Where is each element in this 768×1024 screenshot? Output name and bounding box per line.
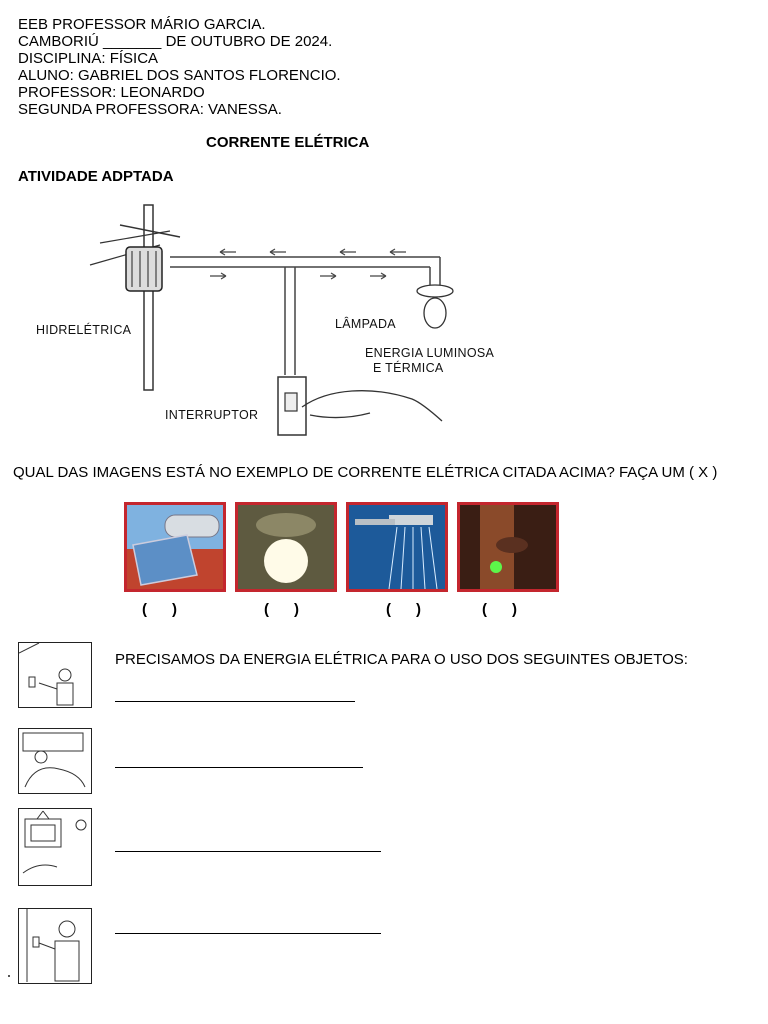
label-switch: INTERRUPTOR — [165, 408, 259, 422]
date-line: CAMBORIÚ _______ DE OUTUBRO DE 2024. — [18, 33, 333, 50]
firefly-icon — [460, 505, 556, 589]
school-name: EEB PROFESSOR MÁRIO GARCIA. — [18, 16, 266, 33]
person-at-switch-icon — [18, 642, 74, 706]
circuit-diagram: HIDRELÉTRICA LÂMPADA ENERGIA LUMINOSA E … — [36, 195, 500, 445]
option-ceiling-lamp[interactable] — [235, 502, 337, 592]
ceiling-lamp-icon — [238, 505, 334, 589]
option-mark-4[interactable]: ( ) — [482, 601, 517, 618]
teacher-line: PROFESSOR: LEONARDO — [18, 84, 205, 101]
answer-line-4[interactable] — [115, 933, 381, 934]
option-mark-3[interactable]: ( ) — [386, 601, 421, 618]
answer-line-1[interactable] — [115, 701, 355, 702]
answer-line-2[interactable] — [115, 767, 363, 768]
label-hydro: HIDRELÉTRICA — [36, 323, 132, 337]
option-firefly[interactable] — [457, 502, 559, 592]
label-lamp: LÂMPADA — [335, 317, 396, 331]
page-speck — [8, 975, 10, 977]
scene-tv-illustration — [18, 728, 92, 794]
television-icon — [22, 810, 87, 874]
label-energy-1: ENERGIA LUMINOSA — [365, 346, 495, 360]
answer-line-3[interactable] — [115, 851, 381, 852]
option-solar-heater[interactable] — [124, 502, 226, 592]
option-mark-2[interactable]: ( ) — [264, 601, 299, 618]
scene-light-switch-illustration — [18, 908, 92, 984]
subject-line: DISCIPLINA: FÍSICA — [18, 50, 159, 67]
person-turning-on-light-icon — [26, 909, 80, 982]
circuit-drawing — [89, 204, 454, 436]
solar-heater-icon — [127, 505, 223, 589]
person-on-sofa-icon — [22, 732, 86, 788]
activity-subtitle: ATIVIDADE ADPTADA — [18, 168, 174, 185]
option-shower[interactable] — [346, 502, 448, 592]
shower-icon — [349, 505, 445, 589]
page-title: CORRENTE ELÉTRICA — [206, 134, 370, 151]
scene-television-illustration — [18, 808, 92, 886]
question-text: QUAL DAS IMAGENS ESTÁ NO EXEMPLO DE CORR… — [13, 464, 718, 481]
objects-prompt: PRECISAMOS DA ENERGIA ELÉTRICA PARA O US… — [115, 651, 688, 668]
label-energy-2: E TÉRMICA — [373, 361, 444, 375]
option-mark-1[interactable]: ( ) — [142, 601, 177, 618]
second-teacher-line: SEGUNDA PROFESSORA: VANESSA. — [18, 101, 282, 118]
header-block: EEB PROFESSOR MÁRIO GARCIA. CAMBORIÚ ___… — [18, 16, 341, 118]
student-line: ALUNO: GABRIEL DOS SANTOS FLORENCIO. — [18, 67, 341, 84]
scene-switch-illustration — [18, 642, 92, 708]
